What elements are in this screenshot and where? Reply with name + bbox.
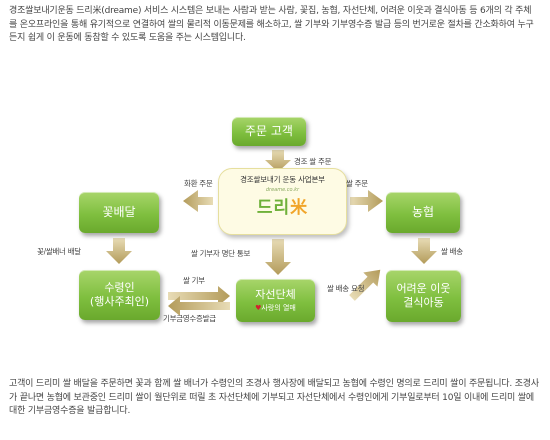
heart-icon: ♥ <box>255 304 262 312</box>
label-flower-order: 화환 주문 <box>184 179 213 188</box>
charity-sub: ♥사랑의 열매 <box>255 304 296 312</box>
arrow-nh-to-needy <box>411 238 437 264</box>
arrow-recipient-to-charity <box>168 286 230 306</box>
brand-logo: 드리米 <box>256 198 309 218</box>
recipient-label-2: (행사주최인) <box>89 295 150 308</box>
arrow-charity-to-recipient <box>168 296 230 316</box>
center-org-name: 경조쌀보내기 운동 사업본부 <box>240 175 325 184</box>
label-rice-donation: 쌀 기부 <box>183 276 205 285</box>
customer-label: 주문 고객 <box>245 124 293 138</box>
recipient-box: 수령인 (행사주최인) <box>79 270 160 320</box>
florist-label: 꽃배달 <box>102 205 136 219</box>
arrow-charity-to-nh <box>349 269 381 301</box>
needy-box: 어려운 이웃 결식아동 <box>386 270 461 322</box>
label-rice-order: 쌀 주문 <box>346 179 368 188</box>
label-rice-delivery-request: 쌀 배송 요청 <box>327 284 365 293</box>
center-hq: 경조쌀보내기 운동 사업본부 dreame.co.kr 드리米 <box>218 168 347 235</box>
charity-box: 자선단체 ♥사랑의 열매 <box>236 279 315 322</box>
nh-box: 농협 <box>386 192 460 233</box>
center-url: dreame.co.kr <box>265 187 300 193</box>
label-flower-banner-delivery: 꽃/쌀배너 배달 <box>37 247 81 256</box>
arrow-center-to-florist <box>183 190 213 212</box>
charity-label: 자선단체 <box>255 288 296 301</box>
florist-box: 꽃배달 <box>79 192 159 233</box>
intro-paragraph: 경조쌀보내기운동 드리米(dreame) 서비스 시스템은 보내는 사람과 받는… <box>9 6 534 43</box>
arrow-center-to-charity <box>265 239 291 275</box>
needy-label-2: 결식아동 <box>403 296 444 309</box>
label-order-top: 경조 쌀 주문 <box>294 157 332 166</box>
label-rice-delivery: 쌀 배송 <box>441 247 463 256</box>
footer-paragraph: 고객이 드리미 쌀 배달을 주문하면 꽃과 함께 쌀 배너가 수령인의 조경사 … <box>9 379 539 416</box>
arrow-center-to-nh <box>350 190 383 212</box>
recipient-label-1: 수령인 <box>104 281 135 294</box>
label-receipt: 기부금영수증발급 <box>163 314 216 323</box>
arrow-florist-to-recipient <box>106 238 132 264</box>
label-donor-notice: 쌀 기부자 명단 통보 <box>191 249 251 258</box>
customer-box: 주문 고객 <box>232 117 306 146</box>
nh-label: 농협 <box>411 205 435 219</box>
needy-label-1: 어려운 이웃 <box>396 282 451 295</box>
arrow-customer-to-center <box>265 150 291 172</box>
